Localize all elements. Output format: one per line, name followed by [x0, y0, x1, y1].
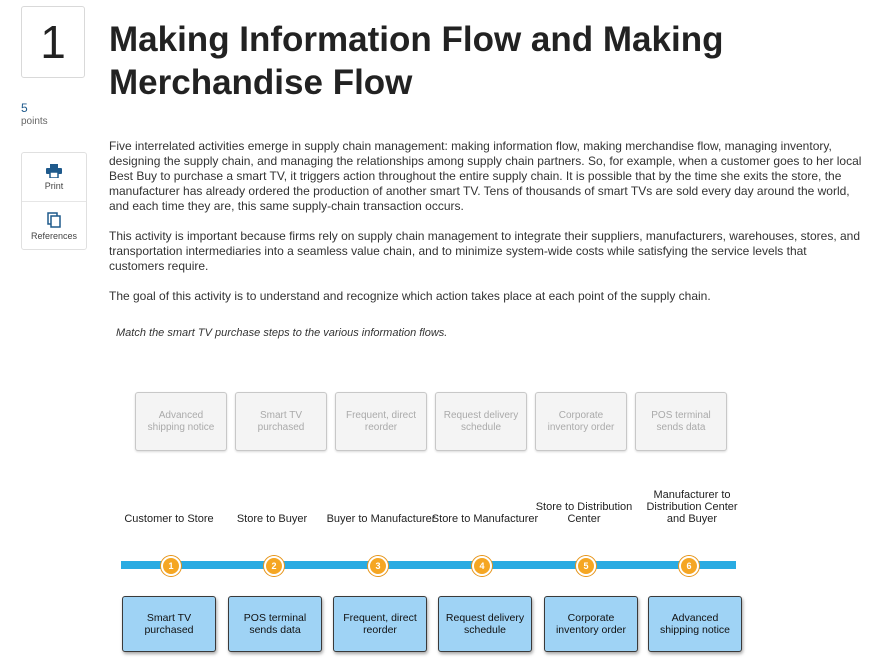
- references-icon: [47, 211, 61, 228]
- step-marker-6: 6: [679, 556, 699, 576]
- intro-paragraph: Five interrelated activities emerge in s…: [109, 139, 862, 213]
- source-card-pos-terminal-sends-data[interactable]: POS terminal sends data: [635, 392, 727, 451]
- points-label: points: [21, 116, 48, 127]
- answer-card-step-2[interactable]: POS terminal sends data: [228, 596, 322, 652]
- goal-paragraph: The goal of this activity is to understa…: [109, 289, 711, 303]
- step-marker-2: 2: [264, 556, 284, 576]
- question-number: 1: [21, 6, 85, 78]
- step-marker-1: 1: [161, 556, 181, 576]
- question-tools: Print References: [21, 152, 87, 250]
- references-button[interactable]: References: [22, 201, 86, 250]
- print-icon: [46, 163, 62, 178]
- step-marker-4: 4: [472, 556, 492, 576]
- answer-card-step-1[interactable]: Smart TV purchased: [122, 596, 216, 652]
- stage-label-buyer-to-manufacturer: Buyer to Manufacturer: [326, 513, 436, 525]
- stage-label-store-to-distribution-center: Store to Distribution Center: [535, 501, 633, 525]
- importance-paragraph: This activity is important because firms…: [109, 229, 861, 273]
- answer-card-step-3[interactable]: Frequent, direct reorder: [333, 596, 427, 652]
- step-marker-3: 3: [368, 556, 388, 576]
- instruction-text: Match the smart TV purchase steps to the…: [116, 327, 448, 339]
- source-card-advanced-shipping-notice[interactable]: Advanced shipping notice: [135, 392, 227, 451]
- answer-card-step-6[interactable]: Advanced shipping notice: [648, 596, 742, 652]
- stage-label-store-to-manufacturer: Store to Manufacturer: [431, 513, 539, 525]
- step-marker-5: 5: [576, 556, 596, 576]
- stage-label-manufacturer-to-distribution-center-and-buyer: Manufacturer to Distribution Center and …: [646, 489, 738, 525]
- stage-label-customer-to-store: Customer to Store: [124, 513, 214, 525]
- source-card-smart-tv-purchased[interactable]: Smart TV purchased: [235, 392, 327, 451]
- references-label: References: [30, 230, 78, 241]
- page-title: Making Information Flow and Making Merch…: [109, 20, 724, 102]
- print-button[interactable]: Print: [22, 153, 86, 201]
- source-card-corporate-inventory-order[interactable]: Corporate inventory order: [535, 392, 627, 451]
- source-card-request-delivery-schedule[interactable]: Request delivery schedule: [435, 392, 527, 451]
- stage-label-store-to-buyer: Store to Buyer: [236, 513, 308, 525]
- answer-card-step-5[interactable]: Corporate inventory order: [544, 596, 638, 652]
- print-label: Print: [44, 180, 64, 191]
- points-value: 5: [21, 101, 28, 115]
- supply-chain-timeline: [121, 561, 736, 569]
- answer-card-step-4[interactable]: Request delivery schedule: [438, 596, 532, 652]
- source-card-frequent-direct-reorder[interactable]: Frequent, direct reorder: [335, 392, 427, 451]
